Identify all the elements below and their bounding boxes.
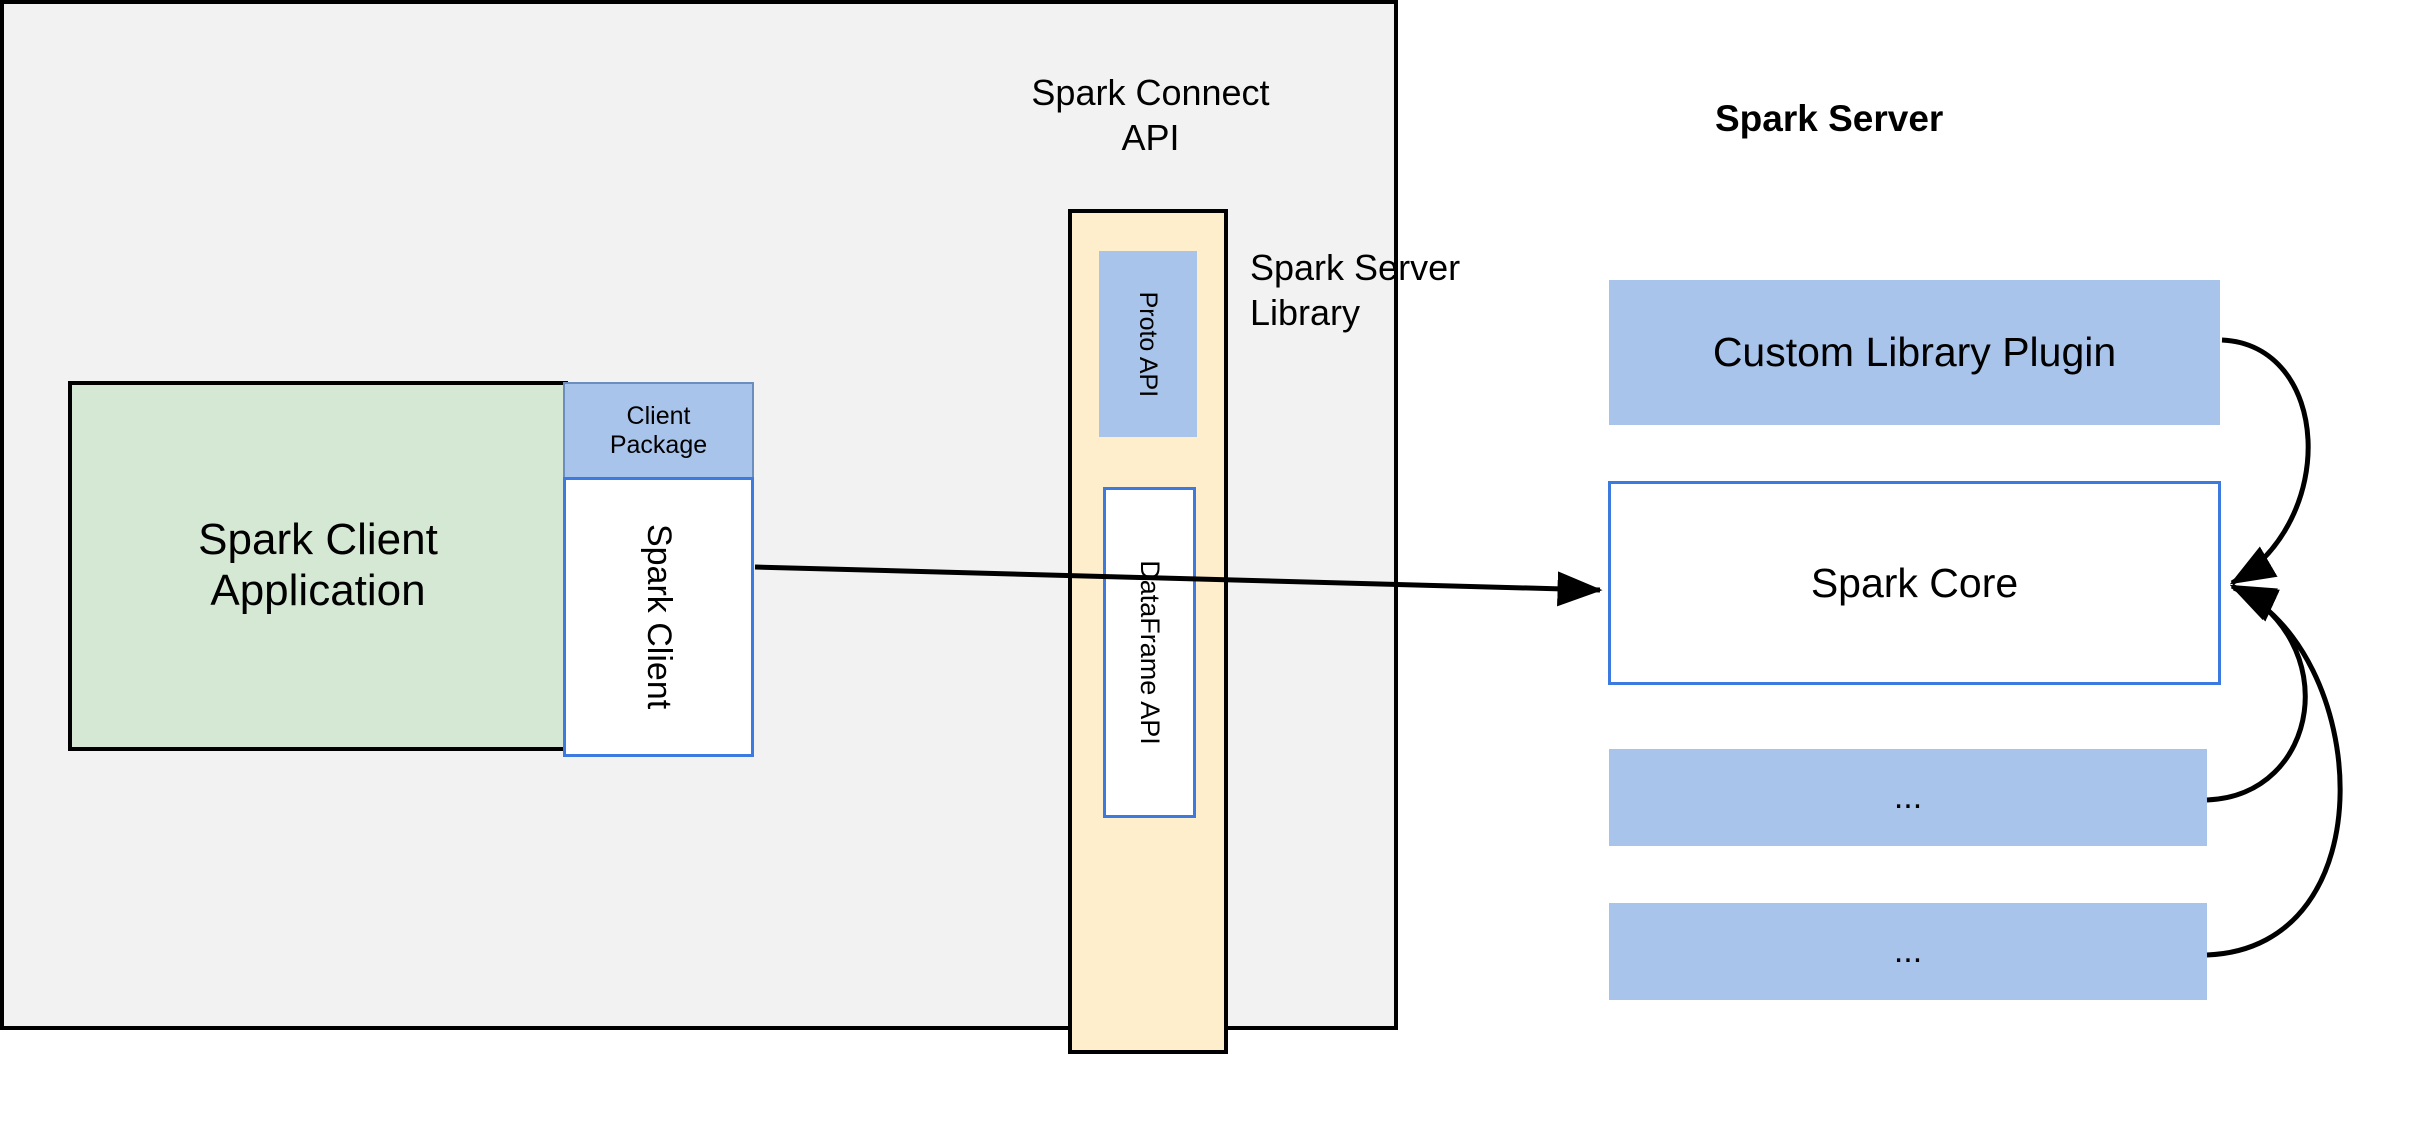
dataframe-api-label: DataFrame API: [1135, 560, 1166, 745]
ellipsis-box-1[interactable]: ...: [1609, 749, 2207, 846]
spark-connect-api-label: Spark Connect API: [1031, 72, 1270, 158]
dataframe-api-box[interactable]: DataFrame API: [1103, 487, 1196, 818]
client-package-box[interactable]: Client Package: [563, 382, 754, 477]
custom-library-plugin-label: Custom Library Plugin: [1712, 329, 2117, 375]
spark-client-application-label: Spark Client Application: [198, 515, 438, 615]
spark-core-label: Spark Core: [1810, 559, 2019, 606]
custom-library-plugin-box[interactable]: Custom Library Plugin: [1609, 280, 2220, 425]
spark-core-box[interactable]: Spark Core: [1608, 481, 2221, 685]
ellipsis-box-2[interactable]: ...: [1609, 903, 2207, 1000]
arrow-custom-library-plugin-to-spark-core: [2221, 337, 2311, 586]
arrow-ellipsis-1-to-spark-core: [2206, 583, 2308, 803]
ellipsis-box-1-label: ...: [1893, 778, 1923, 816]
ellipsis-box-2-label: ...: [1893, 932, 1923, 970]
arrow-ellipsis-2-to-spark-core: [2206, 585, 2343, 958]
client-package-label: Client Package: [609, 401, 708, 459]
proto-api-label: Proto API: [1134, 291, 1163, 397]
spark-server-library-label: Spark Server Library: [1250, 247, 1461, 333]
proto-api-box[interactable]: Proto API: [1099, 251, 1197, 437]
spark-client-box[interactable]: Spark Client: [563, 477, 754, 757]
spark-client-label: Spark Client: [640, 524, 679, 710]
spark-client-application-box[interactable]: Spark Client Application: [68, 381, 568, 751]
spark-server-title: Spark Server: [1715, 98, 1944, 139]
